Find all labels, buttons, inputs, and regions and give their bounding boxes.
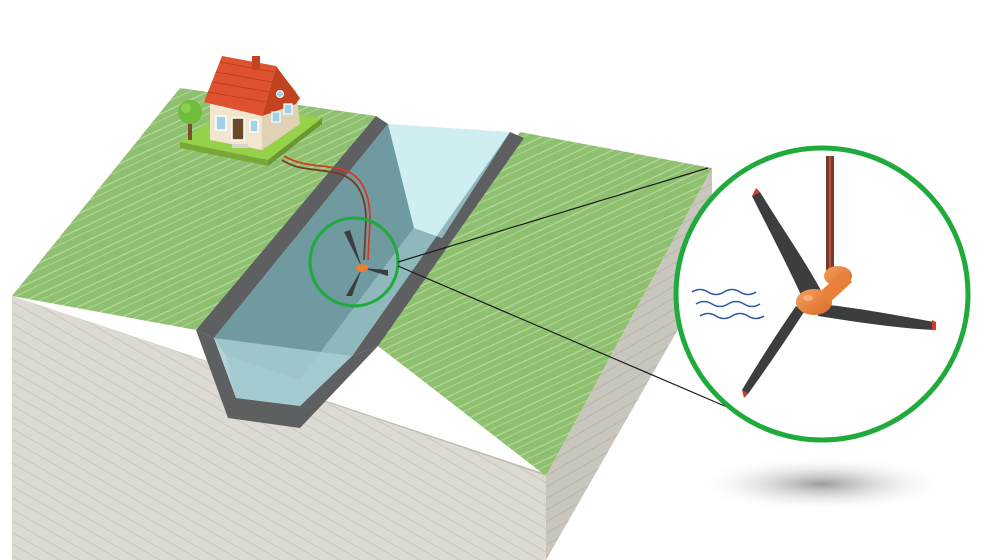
- grass-right: [378, 132, 712, 476]
- house-icon: [204, 56, 300, 150]
- ground-block: [12, 88, 712, 560]
- zoom-connector-lines: [397, 167, 735, 411]
- soil-front-face: [12, 296, 546, 560]
- zoom-cable: [826, 156, 834, 276]
- canal-cross-section-water: [214, 338, 352, 406]
- canal-wall-right: [352, 132, 524, 356]
- tree-icon: [178, 100, 202, 140]
- zoom-turbine: [742, 188, 936, 398]
- canal-wall-left: [196, 116, 388, 338]
- canal-far-water: [388, 124, 510, 238]
- power-cable: [281, 155, 371, 261]
- water-waves-icon: [691, 288, 765, 320]
- zoom-shadow: [692, 456, 952, 512]
- house-plot: [178, 56, 322, 166]
- zoom-circle-icon: [673, 145, 971, 443]
- soil-side-face: [546, 168, 712, 560]
- hydro-turbine-icon: [344, 230, 388, 296]
- canal-cross-section-wall: [196, 330, 378, 428]
